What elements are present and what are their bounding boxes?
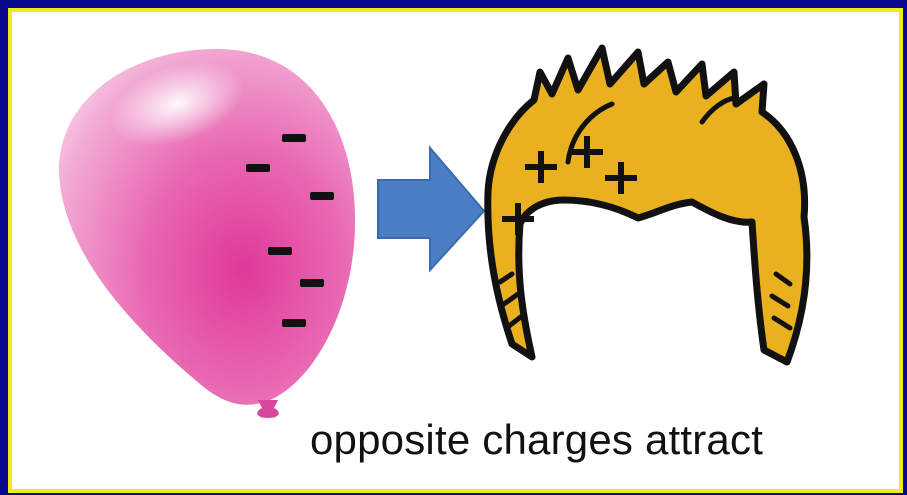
diagram-frame: opposite charges attract <box>8 8 903 493</box>
right-arrow-icon <box>378 148 484 270</box>
negative-charge <box>300 279 324 287</box>
balloon <box>59 46 355 418</box>
hair-shape <box>488 48 807 362</box>
negative-charge <box>282 134 306 142</box>
caption: opposite charges attract <box>310 416 763 464</box>
balloon-knot <box>257 400 279 418</box>
negative-charge <box>268 247 292 255</box>
negative-charge <box>282 319 306 327</box>
negative-charge <box>246 164 270 172</box>
hair <box>488 48 807 362</box>
negative-charge <box>310 192 334 200</box>
